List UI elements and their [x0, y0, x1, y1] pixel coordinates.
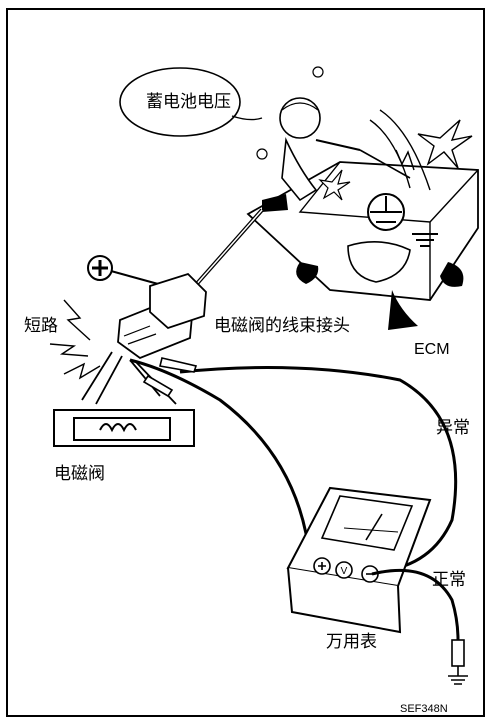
- cartoon-man-icon: [256, 66, 411, 212]
- svg-text:V: V: [341, 566, 348, 577]
- solenoid-icon: [53, 351, 195, 447]
- harness-wire-inner: [185, 209, 263, 297]
- ground-icon: [448, 639, 468, 685]
- probe-lead-plus: [129, 358, 312, 561]
- speech-bubble: [119, 67, 263, 137]
- figure-code: SEF348N: [400, 703, 448, 715]
- connector-icon: [117, 272, 207, 360]
- label-multimeter: 万用表: [326, 632, 377, 652]
- label-battery-voltage: 蓄电池电压: [146, 92, 231, 112]
- label-short-circuit: 短路: [24, 316, 58, 336]
- figure-frame: [6, 8, 485, 717]
- label-normal: 正常: [432, 570, 466, 590]
- probe-lead-minus: [179, 366, 458, 574]
- ground-lead: [371, 568, 460, 641]
- spark-icon: [49, 109, 431, 380]
- battery-plus-icon: [87, 255, 113, 281]
- label-solenoid-connector: 电磁阀的线束接头: [214, 316, 350, 336]
- label-solenoid: 电磁阀: [54, 464, 105, 484]
- label-ecm: ECM: [414, 341, 450, 358]
- multimeter-icon: V: [286, 486, 432, 634]
- label-abnormal: 异常: [436, 418, 470, 438]
- probe-tip-icon: [142, 357, 198, 398]
- ecm-face-icon: [296, 241, 464, 330]
- star-icon: [318, 119, 473, 201]
